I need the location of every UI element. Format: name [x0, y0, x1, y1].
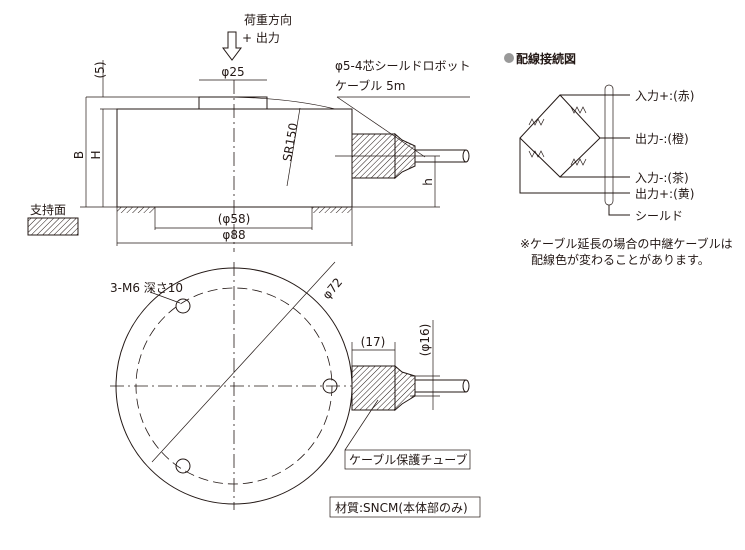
dim-b: B [72, 151, 86, 159]
wire-label: 入力-:(茶) [635, 170, 689, 185]
wire-label: 出力-:(橙) [635, 131, 689, 146]
wiring-diagram: 配線接続図 入力+:(赤) 出力-:(橙) 入力-:(茶) 出力+:(黄) シー… [504, 51, 733, 267]
wire-label: 入力+:(赤) [635, 89, 694, 103]
holes-label: 3-M6 深さ10 [110, 281, 183, 295]
support-surface-hatch [27, 217, 79, 236]
load-button [198, 96, 268, 110]
cable-label-1: φ5-4芯シールドロボット [335, 59, 471, 73]
dim-sr: SR150 [280, 122, 301, 163]
wire-label: 出力+:(黄) [635, 187, 694, 201]
dim-connector-dia: (φ16) [418, 324, 432, 357]
cable-end [462, 149, 470, 163]
bridge-circuit [519, 94, 601, 178]
tube-label: ケーブル保護チューブ [349, 452, 468, 467]
side-view: 荷重方向 + 出力 φ25 (5) B H SR150 h φ5-4芯シールドロ… [27, 12, 471, 252]
dim-gap: (5) [93, 62, 107, 79]
wire-label: シールド [635, 209, 683, 223]
dim-bolt-circle: φ72 [320, 275, 346, 302]
dim-outer-dia: φ88 [222, 228, 245, 242]
bullet-icon [504, 53, 514, 63]
material-label: 材質:SNCM(本体部のみ) [335, 500, 468, 515]
dim-inner-dia: (φ58) [218, 212, 251, 226]
top-view: φ72 3-M6 深さ10 (17) (φ16) ケーブル保護チューブ 材質:S… [110, 261, 481, 518]
hole [175, 298, 191, 314]
shield-tube [604, 84, 614, 206]
load-direction-label: 荷重方向 [244, 12, 292, 27]
output-sign-label: + 出力 [242, 31, 280, 45]
body-outline [116, 108, 353, 208]
note-line-1: ※ケーブル延長の場合の中継ケーブルは [520, 236, 733, 251]
resistor-icon [528, 106, 587, 166]
dome-curve [86, 96, 336, 110]
dim-top-dia: φ25 [221, 65, 244, 79]
wiring-title: 配線接続図 [516, 51, 576, 66]
dim-h-lower: h [421, 178, 435, 186]
support-surface-label: 支持面 [30, 202, 66, 217]
dim-h-upper: H [89, 150, 103, 159]
hole [322, 378, 338, 394]
note-line-2: 配線色が変わることがあります。 [531, 252, 710, 267]
dim-connector-len: (17) [361, 335, 386, 349]
load-arrow-icon [222, 31, 242, 61]
hole [175, 458, 191, 474]
connector-top [351, 365, 396, 411]
cable-label-2: ケーブル 5m [335, 78, 405, 93]
